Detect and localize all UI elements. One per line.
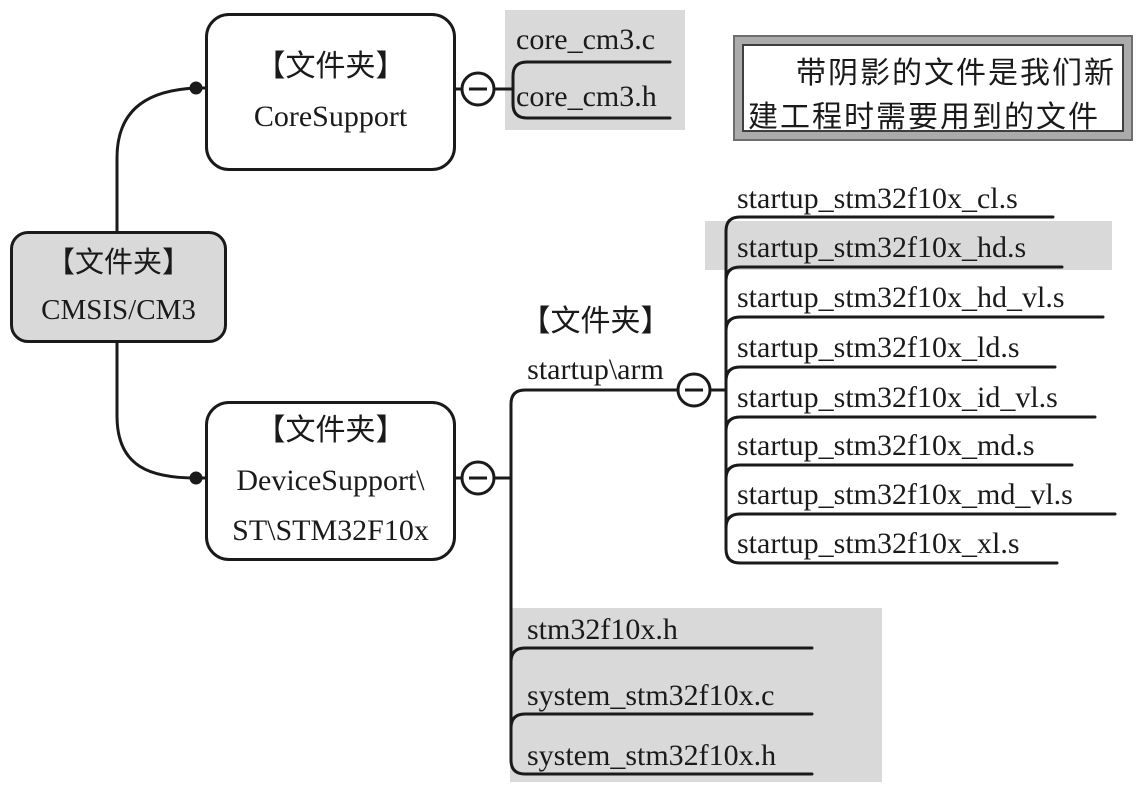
underline-startup-hd: [724, 265, 1064, 283]
file-label-startup-cl: startup_stm32f10x_cl.s: [737, 182, 1018, 215]
file-label-stm32f10x-h: stm32f10x.h: [527, 613, 678, 646]
node-devicesupport-folder: 【文件夹】 DeviceSupport\ ST\STM32F10x: [205, 401, 456, 561]
collapse-toggle-startup[interactable]: [676, 372, 712, 408]
bracket-core-files: [511, 60, 672, 120]
folder-tag: 【文件夹】: [255, 50, 406, 83]
file-label-startup-id-vl: startup_stm32f10x_id_vl.s: [737, 381, 1058, 414]
underline-startup-md: [724, 463, 1074, 481]
startup-hd-file-shade: [705, 221, 1112, 270]
file-label-startup-md-vl: startup_stm32f10x_md_vl.s: [737, 478, 1073, 511]
file-label-system-stm32f10x-h: system_stm32f10x.h: [527, 739, 777, 772]
core-files-shade: [505, 10, 685, 130]
legend-note: 带阴影的文件是我们新 建工程时需要用到的文件: [733, 35, 1133, 141]
file-label-startup-xl: startup_stm32f10x_xl.s: [737, 527, 1020, 560]
file-label-startup-ld: startup_stm32f10x_ld.s: [737, 331, 1020, 364]
file-label-startup-hd-vl: startup_stm32f10x_hd_vl.s: [737, 281, 1065, 314]
underline-startup-ld: [724, 365, 1057, 383]
underline-startup-hd-vl: [724, 315, 1105, 333]
node-root-folder: 【文件夹】 CMSIS/CM3: [10, 231, 227, 343]
folder-name: CMSIS/CM3: [41, 294, 196, 326]
file-label-core-cm3-c: core_cm3.c: [516, 23, 656, 56]
collapse-toggle-coresupport[interactable]: [460, 71, 496, 107]
file-label-core-cm3-h: core_cm3.h: [516, 80, 657, 113]
folder-tag: 【文件夹】: [255, 414, 406, 447]
edge-root-coresupport: [115, 86, 207, 233]
legend-note-line1: 带阴影的文件是我们新: [796, 57, 1116, 90]
underline-startup-md-vl: [724, 512, 1117, 530]
edge-root-devicesupport: [115, 335, 207, 480]
bracket-startup-files: [724, 215, 1059, 565]
underline-stm32f10x-h: [509, 646, 814, 664]
folder-tag: 【文件夹】: [45, 247, 191, 279]
startup-folder-name: startup\arm: [527, 353, 664, 386]
startup-folder-tag: 【文件夹】: [520, 305, 671, 338]
junction-dot-devicesupport: [189, 471, 203, 485]
underline-startup-id-vl: [724, 415, 1097, 433]
collapse-toggle-devicesupport[interactable]: [460, 460, 496, 496]
file-label-startup-hd: startup_stm32f10x_hd.s: [737, 231, 1027, 264]
folder-name: CoreSupport: [253, 100, 408, 133]
file-label-startup-md: startup_stm32f10x_md.s: [737, 429, 1035, 462]
junction-dot-coresupport: [189, 81, 203, 95]
device-files-shade: [510, 608, 882, 782]
bracket-device-children: [509, 388, 814, 776]
folder-name-line2: ST\STM32F10x: [232, 514, 429, 547]
file-label-system-stm32f10x-c: system_stm32f10x.c: [527, 679, 775, 712]
legend-note-line2: 建工程时需要用到的文件: [748, 101, 1100, 134]
node-coresupport-folder: 【文件夹】 CoreSupport: [205, 13, 456, 171]
folder-name-line1: DeviceSupport\: [236, 464, 425, 497]
underline-system-stm32f10x-c: [509, 712, 814, 730]
